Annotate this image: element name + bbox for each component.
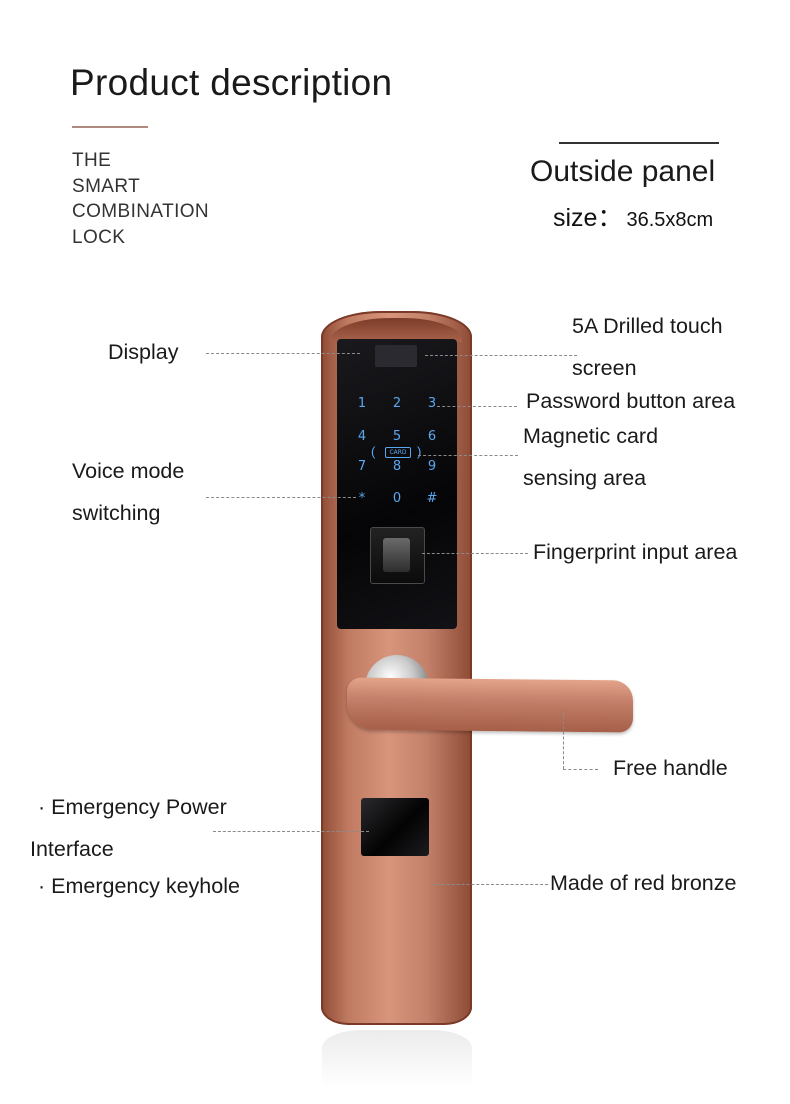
label-card-area: Magnetic card sensing area xyxy=(523,415,658,499)
key-9[interactable]: 9 xyxy=(427,459,437,474)
label-password-area: Password button area xyxy=(526,389,736,413)
card-icon: CARD xyxy=(385,447,411,458)
label-line: Magnetic card xyxy=(523,424,659,448)
label-emergency-keyhole: · Emergency keyhole xyxy=(38,874,240,898)
label-line: sensing area xyxy=(523,466,647,490)
product-subtitle: THE SMART COMBINATION LOCK xyxy=(72,148,209,250)
page-title: Product description xyxy=(70,62,393,103)
card-wave-right: ) xyxy=(417,444,422,459)
subtitle-line: LOCK xyxy=(72,226,126,248)
label-free-handle: Free handle xyxy=(613,756,728,780)
display-window xyxy=(375,345,417,367)
key-6[interactable]: 6 xyxy=(427,429,437,444)
key-1[interactable]: 1 xyxy=(357,396,367,411)
card-wave-left: ( xyxy=(371,444,376,459)
leader-fingerprint xyxy=(422,553,528,554)
subtitle-line: THE xyxy=(72,150,112,171)
size-label: size： xyxy=(553,204,623,232)
key-8[interactable]: 8 xyxy=(392,459,402,474)
label-display: Display xyxy=(108,340,179,364)
panel-size: size：36.5x8cm xyxy=(553,198,713,234)
label-line: 5A Drilled touch xyxy=(572,314,723,338)
leader-voice-mode xyxy=(206,497,356,498)
keyhole-cover-icon[interactable] xyxy=(361,798,429,856)
leader-handle-vertical xyxy=(563,712,564,769)
label-touch-screen: 5A Drilled touch screen xyxy=(572,305,723,389)
leader-card-area xyxy=(418,455,518,456)
key-star[interactable]: * xyxy=(358,491,366,506)
leader-emergency xyxy=(213,831,369,832)
key-2[interactable]: 2 xyxy=(392,396,402,411)
label-voice-mode: Voice mode switching xyxy=(72,450,184,534)
title-underline xyxy=(72,126,148,128)
label-emergency-power: · Emergency Power Interface xyxy=(30,786,227,870)
label-fingerprint: Fingerprint input area xyxy=(533,540,738,564)
subtitle-line: COMBINATION xyxy=(72,201,210,222)
fingerprint-sensor-icon[interactable] xyxy=(370,527,425,584)
touch-screen xyxy=(337,339,457,629)
key-7[interactable]: 7 xyxy=(357,459,367,474)
key-3[interactable]: 3 xyxy=(427,396,437,411)
size-value: 36.5x8cm xyxy=(626,209,714,231)
label-line: Voice mode xyxy=(72,459,185,483)
key-5[interactable]: 5 xyxy=(392,429,402,444)
lock-reflection xyxy=(322,1030,472,1088)
leader-material xyxy=(432,884,548,885)
label-line: screen xyxy=(572,356,637,380)
leader-handle xyxy=(563,769,598,770)
key-0[interactable]: 0 xyxy=(392,491,402,506)
leader-display xyxy=(206,353,360,354)
key-hash[interactable]: # xyxy=(426,491,438,506)
door-handle[interactable] xyxy=(347,677,633,733)
leader-touch-screen xyxy=(425,355,577,356)
label-line: · Emergency Power xyxy=(38,795,227,819)
subtitle-line: SMART xyxy=(72,175,141,197)
label-material: Made of red bronze xyxy=(550,871,737,895)
label-line: switching xyxy=(72,501,161,525)
panel-title-rule xyxy=(559,142,719,144)
leader-password-area xyxy=(437,406,517,407)
fingerprint-pad[interactable] xyxy=(383,538,410,572)
panel-title: Outside panel xyxy=(530,155,716,188)
key-4[interactable]: 4 xyxy=(357,429,367,444)
label-line: Interface xyxy=(30,837,114,861)
